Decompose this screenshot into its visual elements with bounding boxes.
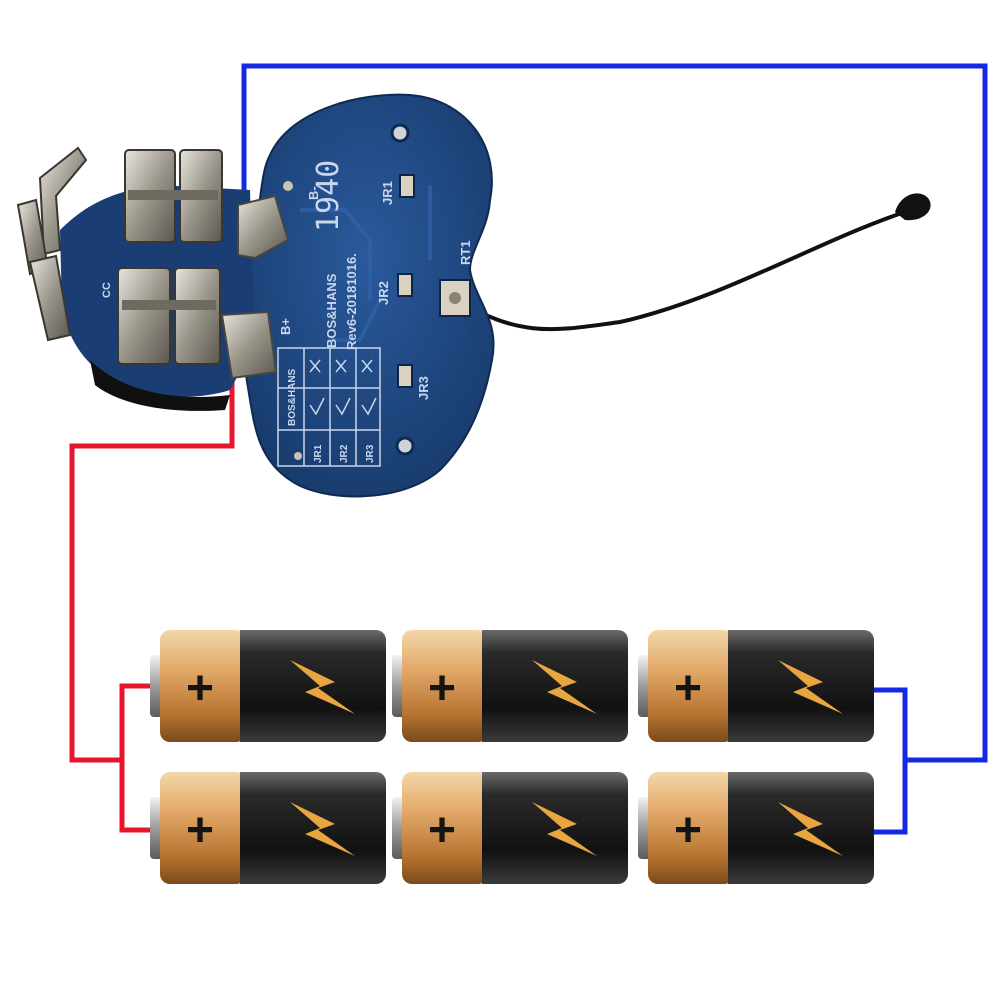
jr2-label: JR2 bbox=[376, 281, 391, 305]
rt1-label: RT1 bbox=[458, 240, 473, 265]
terminal-clip-top bbox=[124, 149, 223, 243]
plus-icon: + bbox=[674, 804, 702, 857]
terminal-clip-bottom bbox=[117, 267, 221, 365]
plus-icon: + bbox=[186, 804, 214, 857]
jr2-pad bbox=[397, 273, 413, 297]
battery-bottom-3: + bbox=[638, 772, 874, 884]
side-contacts bbox=[16, 146, 88, 342]
positive-wire bbox=[69, 348, 235, 833]
plus-icon: + bbox=[428, 662, 456, 715]
b-plus-label: B+ bbox=[278, 318, 293, 335]
lightning-bolt-icon bbox=[290, 660, 355, 714]
jr1-label: JR1 bbox=[380, 181, 395, 205]
brand-label: BOS&HANS bbox=[324, 273, 339, 348]
b-plus-tab bbox=[220, 310, 278, 380]
table-jr1-label: JR1 bbox=[313, 444, 324, 463]
thermistor-wire bbox=[453, 210, 906, 332]
battery-top-1: + bbox=[150, 630, 386, 742]
table-brand-label: BOS&HANS bbox=[287, 368, 298, 426]
bms-board: 1940 B- JR1 RT1 JR2 BOS&HANS Rev6-201810… bbox=[16, 93, 931, 498]
lightning-bolt-icon bbox=[532, 660, 597, 714]
rt1-pad bbox=[439, 279, 471, 317]
jr1-pad bbox=[399, 174, 415, 198]
jr3-pad bbox=[397, 364, 413, 388]
table-jr3-label: JR3 bbox=[365, 444, 376, 463]
negative-wire bbox=[241, 63, 988, 835]
plus-icon: + bbox=[186, 662, 214, 715]
battery-bottom-2: + bbox=[392, 772, 628, 884]
battery-bottom-1: + bbox=[150, 772, 386, 884]
b-minus-tab bbox=[237, 194, 290, 260]
battery-top-3: + bbox=[638, 630, 874, 742]
lightning-bolt-icon bbox=[290, 802, 355, 856]
revision-label: Rev6-20181016. bbox=[344, 253, 359, 350]
jumper-table bbox=[277, 347, 381, 467]
batch-number: 1940 bbox=[311, 160, 346, 232]
plus-icon: + bbox=[674, 662, 702, 715]
lightning-bolt-icon bbox=[778, 660, 843, 714]
table-jr2-label: JR2 bbox=[339, 444, 350, 463]
battery-top-2: + bbox=[392, 630, 628, 742]
b-minus-label: B- bbox=[306, 186, 321, 200]
jr3-label: JR3 bbox=[416, 376, 431, 400]
lightning-bolt-icon bbox=[778, 802, 843, 856]
cc-label: CC bbox=[101, 282, 113, 298]
lightning-bolt-icon bbox=[532, 802, 597, 856]
battery-pack: + + + + + + bbox=[150, 630, 874, 884]
thermistor-bead bbox=[895, 193, 931, 221]
plus-icon: + bbox=[428, 804, 456, 857]
